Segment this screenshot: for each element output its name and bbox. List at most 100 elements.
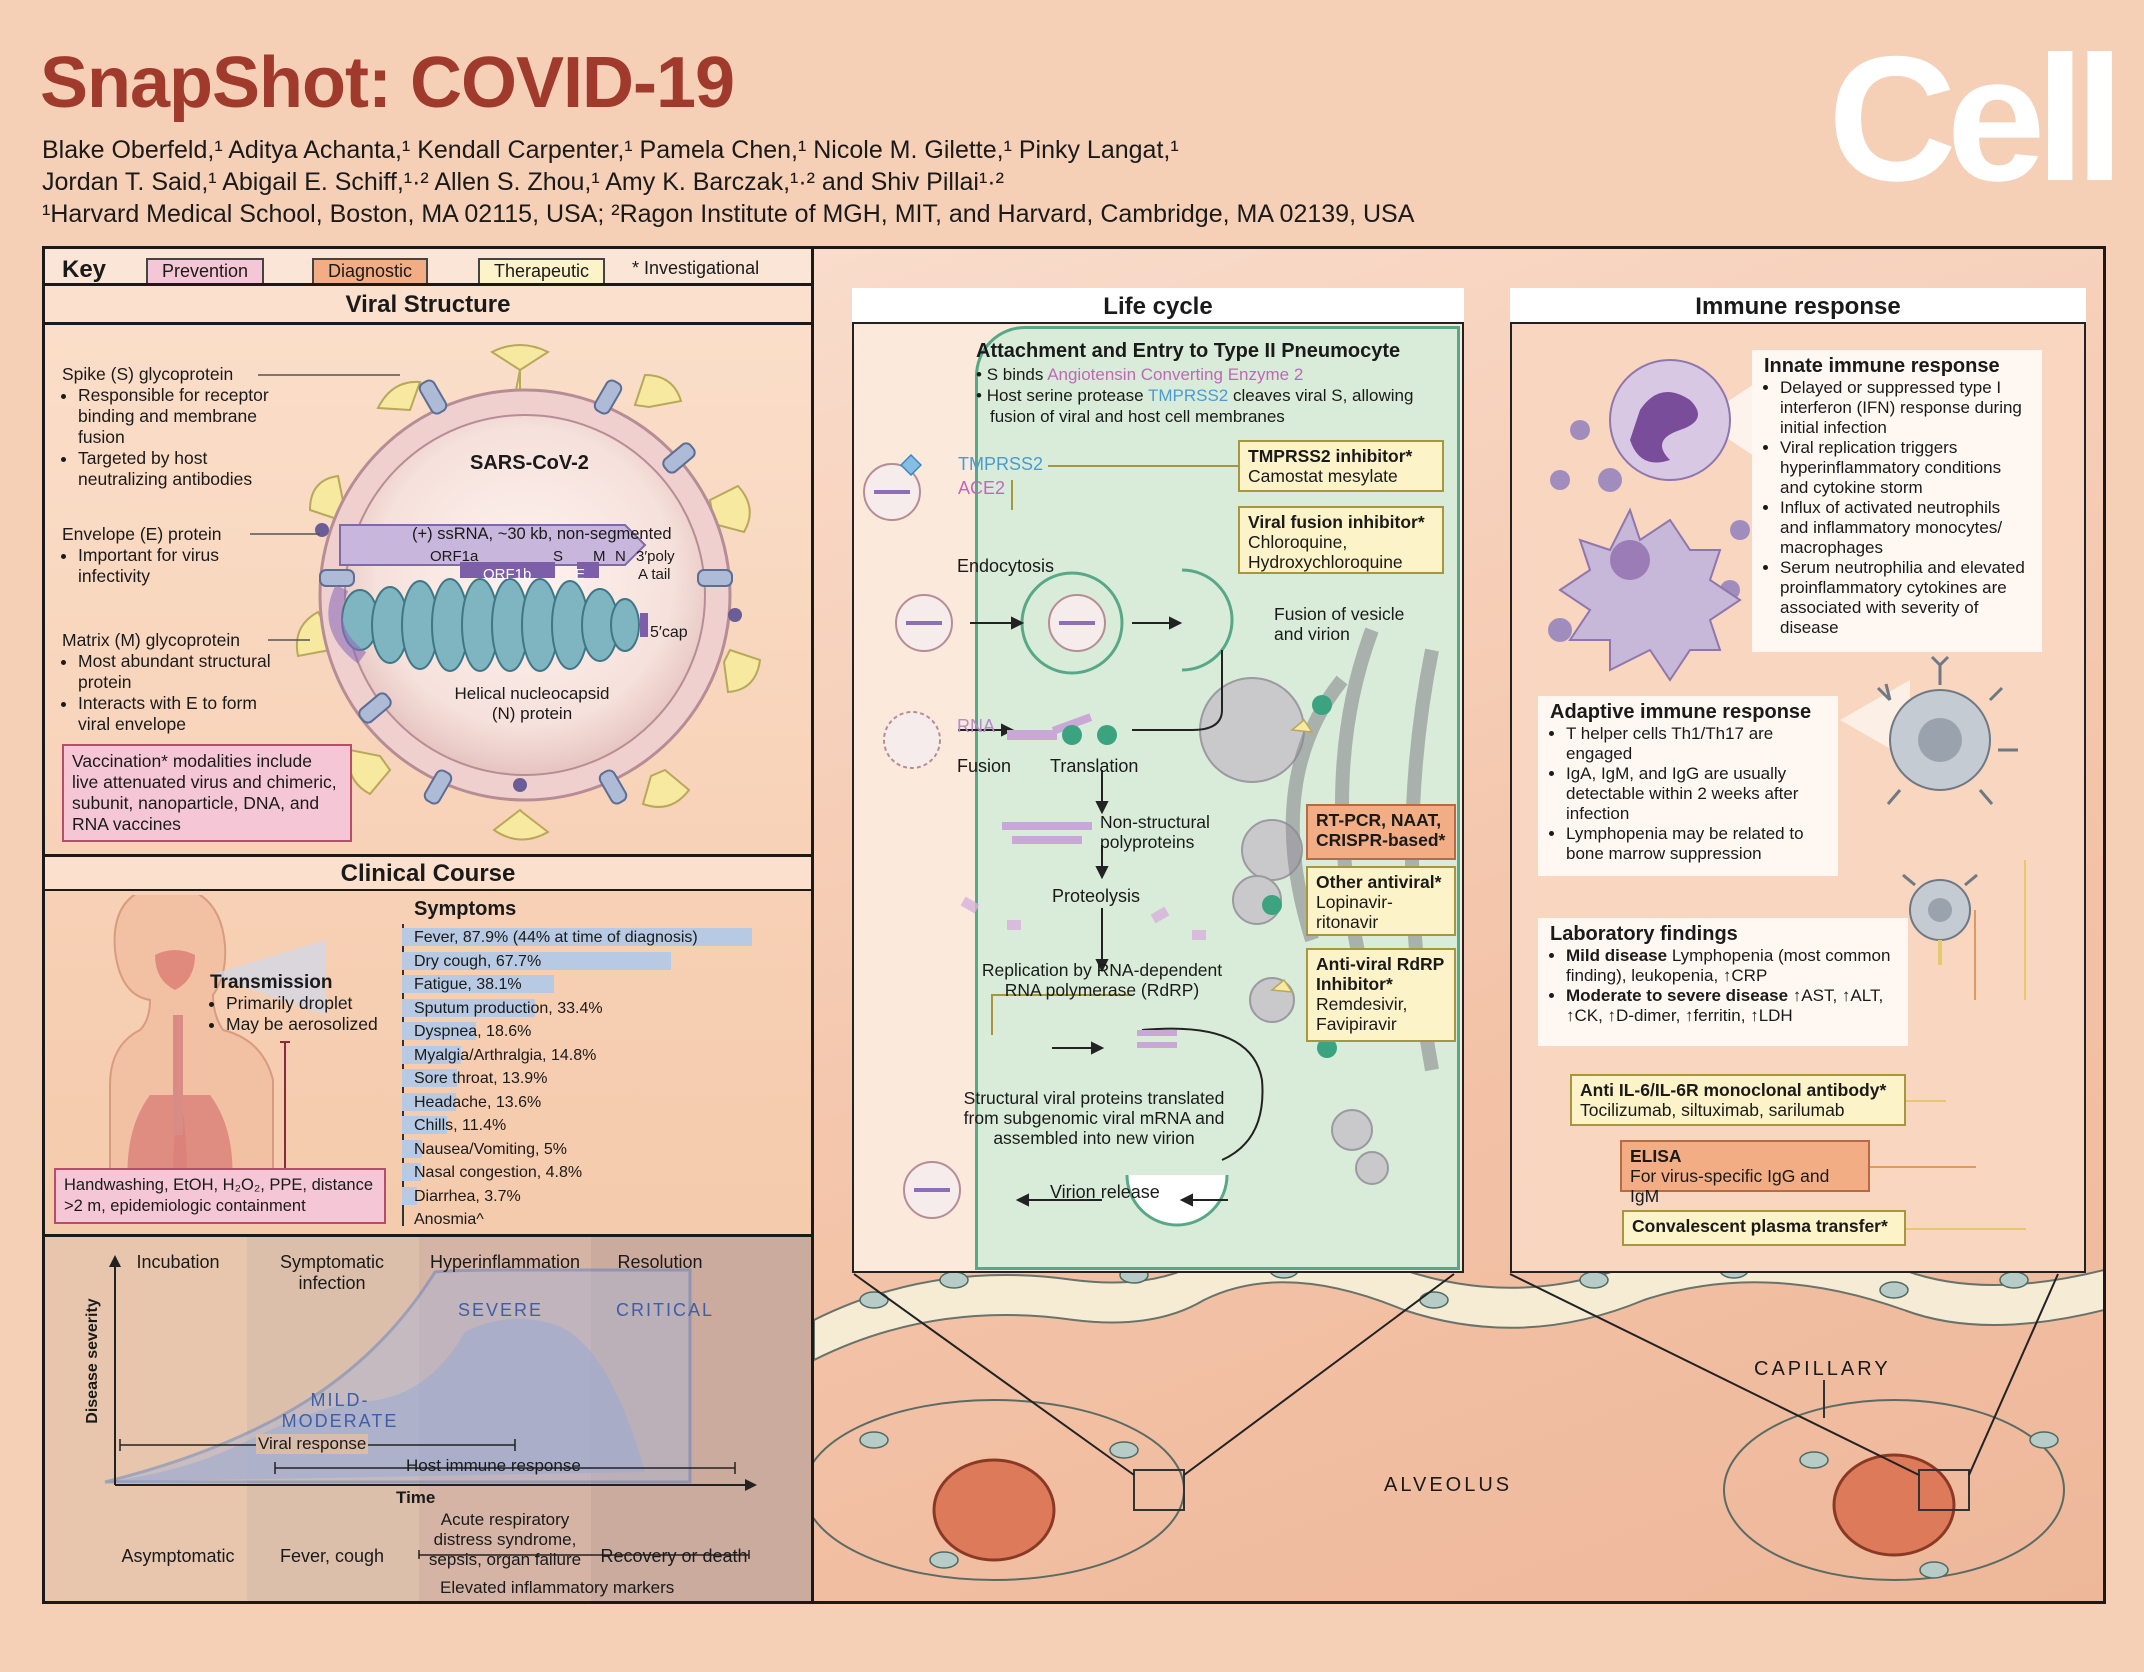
main-frame [42, 246, 2106, 1604]
tmprss2-inhibitor-box: TMPRSS2 inhibitor* Camostat mesylate [1238, 440, 1444, 492]
x-axis-label: Time [396, 1488, 436, 1507]
prevention-leader [280, 1041, 290, 1168]
fusion-inhibitor-box: Viral fusion inhibitor* Chloroquine, Hyd… [1238, 506, 1444, 574]
stage-symptomatic: Symptomatic infection [279, 1252, 385, 1293]
symptom-bar [402, 1186, 417, 1205]
alveolus-label: ALVEOLUS [1384, 1474, 1513, 1496]
adaptive-response-box: Adaptive immune response T helper cells … [1538, 696, 1838, 876]
symptom-label: Fever, 87.9% (44% at time of diagnosis) [414, 929, 698, 946]
symptom-label: Dry cough, 67.7% [414, 952, 542, 970]
stage-hyperinflammation: Hyperinflammation [429, 1252, 581, 1272]
symptom-bar-row: Dry cough, 67.7% [402, 951, 822, 972]
symptom-bar [402, 1069, 458, 1087]
symptom-bar [402, 1092, 457, 1111]
authors-line-2: Jordan T. Said,¹ Abigail E. Schiff,¹·² A… [42, 168, 1004, 196]
gene-m: M [593, 548, 606, 565]
clinical-course-title: Clinical Course [340, 860, 516, 887]
human-silhouette [109, 895, 325, 1216]
symptom-label: Sputum production, 33.4% [414, 999, 603, 1017]
rdrp-inhibitor-box: Anti-viral RdRP Inhibitor* Remdesivir, F… [1306, 948, 1456, 1042]
y-axis-label: Disease severity [84, 1298, 101, 1424]
symptom-bar-row: Headache, 13.6% [402, 1092, 822, 1113]
zoom-lines [853, 1273, 2059, 1476]
gene-n: N [615, 548, 626, 565]
affiliations: ¹Harvard Medical School, Boston, MA 0211… [42, 200, 1415, 228]
transmission-prevention-box: Handwashing, EtOH, H₂O₂, PPE, distance >… [54, 1168, 386, 1224]
other-antiviral-box: Other antiviral* Lopinavir-ritonavir [1306, 866, 1456, 936]
transmission-info: Transmission Primarily dropletMay be aer… [210, 972, 410, 1035]
rna-label: RNA [957, 716, 996, 736]
symptom-label: Fatigue, 38.1% [414, 976, 522, 993]
symptom-bar-row: Anosmia^ [402, 1210, 822, 1230]
innate-response-box: Innate immune response Delayed or suppre… [1752, 350, 2042, 652]
endocytosis-label: Endocytosis [957, 556, 1055, 576]
elevated-markers: Elevated inflammatory markers [440, 1578, 675, 1597]
diagnostic-box: RT-PCR, NAAT, CRISPR-based* [1306, 804, 1456, 860]
symptom-bar [402, 1022, 477, 1040]
symptom-bar-row: Fever, 87.9% (44% at time of diagnosis) [402, 928, 822, 948]
symptom-label: Dyspnea, 18.6% [414, 1023, 532, 1040]
capillary-label: CAPILLARY [1754, 1358, 1891, 1380]
severe-label: SEVERE [458, 1300, 544, 1320]
symptom-bar [402, 1116, 448, 1134]
replication-label: Replication by RNA-dependent RNA polymer… [981, 960, 1223, 1000]
key-prevention: Prevention [146, 258, 265, 285]
symptom-label: Diarrhea, 3.7% [414, 1187, 521, 1205]
symptom-label: Myalgia/Arthralgia, 14.8% [414, 1046, 597, 1064]
genome-label: (+) ssRNA, ~30 kb, non-segmented [412, 525, 672, 543]
nucleocapsid-label: Helical nucleocapsid (N) protein [454, 684, 610, 723]
symptom-bar [402, 1139, 422, 1158]
symptom-label: Anosmia^ [414, 1211, 484, 1228]
key-diagnostic: Diagnostic [312, 258, 429, 285]
outcome-asymptomatic: Asymptomatic [121, 1546, 235, 1566]
outcome-fever: Fever, cough [279, 1546, 385, 1566]
viral-response-label: Viral response [256, 1434, 369, 1454]
symptom-bar [402, 1163, 422, 1181]
key-investigational: * Investigational [632, 258, 760, 278]
virion-release-label: Virion release [1050, 1182, 1160, 1202]
il6-antibody-box: Anti IL-6/IL-6R monoclonal antibody* Toc… [1570, 1074, 1906, 1126]
immune-cells-illustration [1548, 359, 2026, 1000]
envelope-description: Envelope (E) protein Important for virus… [62, 524, 262, 587]
symptom-bar-row: Chills, 11.4% [402, 1116, 822, 1136]
stage-resolution: Resolution [617, 1252, 703, 1272]
symptom-label: Nausea/Vomiting, 5% [414, 1140, 567, 1158]
symptom-bar-row: Sore throat, 13.9% [402, 1069, 822, 1089]
tmprss2-label: TMPRSS2 [958, 454, 1044, 474]
structural-proteins-label: Structural viral proteins translated fro… [963, 1088, 1225, 1148]
symptom-label: Headache, 13.6% [414, 1093, 542, 1111]
life-cycle-title: Life cycle [1103, 293, 1213, 320]
three-poly: 3′poly [636, 548, 675, 565]
symptoms-title: Symptoms [414, 898, 517, 920]
symptom-bar-row: Sputum production, 33.4% [402, 998, 822, 1019]
cell-logo: Cell [1828, 19, 2124, 218]
page-title: SnapShot: COVID-19 [40, 43, 735, 123]
laboratory-findings-box: Laboratory findings Mild disease Lymphop… [1538, 918, 1908, 1046]
translation-label: Translation [1050, 756, 1139, 776]
viral-leader-lines [250, 374, 400, 641]
critical-label: CRITICAL [616, 1300, 715, 1320]
orf1b-label: ORF1b [483, 566, 532, 583]
orf1a-label: ORF1a [430, 548, 479, 565]
matrix-description: Matrix (M) glycoprotein Most abundant st… [62, 630, 292, 735]
symptom-label: Sore throat, 13.9% [414, 1070, 548, 1087]
virus-name: SARS-CoV-2 [470, 452, 589, 474]
symptom-bar-row: Dyspnea, 18.6% [402, 1022, 822, 1042]
symptom-bar-row: Nasal congestion, 4.8% [402, 1163, 822, 1183]
nsp-label: Non-structural polyproteins [1100, 812, 1210, 852]
symptom-bar [402, 928, 752, 946]
stage-incubation: Incubation [136, 1252, 220, 1272]
gene-s: S [553, 548, 564, 565]
attachment-title: Attachment and Entry to Type II Pneumocy… [976, 340, 1401, 362]
proteolysis-label: Proteolysis [1052, 886, 1141, 906]
symptom-label: Chills, 11.4% [414, 1117, 507, 1134]
symptom-bar-row: Myalgia/Arthralgia, 14.8% [402, 1045, 822, 1066]
key-label: Key [62, 256, 107, 283]
a-tail: A tail [638, 566, 671, 583]
host-response-label: Host immune response [406, 1456, 581, 1475]
tmprss2-icon [900, 454, 922, 476]
gene-e: E [575, 566, 586, 583]
outcome-ards: Acute respiratory distress syndrome, sep… [428, 1510, 582, 1569]
fusion-vesicle-label: Fusion of vesicle and virion [1274, 604, 1405, 644]
symptom-bar [402, 1045, 461, 1064]
